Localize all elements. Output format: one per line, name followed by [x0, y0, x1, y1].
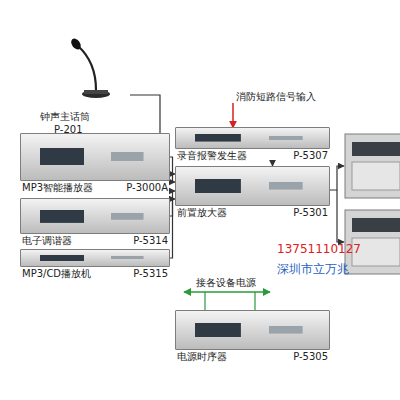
device-face: [20, 133, 170, 181]
watermark: 深圳市立万兆: [277, 261, 349, 278]
device-name: 电子调谐器: [22, 235, 72, 247]
model-number: P-5301: [293, 207, 328, 219]
device-node: MP3/CD播放机 P-5315: [20, 249, 170, 281]
device-name: 前置放大器: [177, 207, 227, 219]
model-number: P-5305: [293, 351, 328, 363]
device-name: 钟声主话筒: [40, 110, 130, 123]
device-face: [175, 310, 330, 350]
mic-gooseneck: [78, 46, 96, 90]
label-group: 电子调谐器 P-5314: [20, 234, 170, 247]
amplifier: [345, 134, 400, 198]
device-name: MP3智能播放器: [22, 182, 93, 194]
label-group: 前置放大器 P-5301: [175, 206, 330, 219]
device-node: 前置放大器 P-5301: [175, 166, 330, 220]
output-wire: [330, 166, 344, 190]
mic-base: [82, 90, 110, 98]
note-label: 接各设备电源: [196, 276, 256, 290]
device-face: [175, 166, 330, 206]
power-line: [184, 291, 270, 293]
device-face: [20, 198, 170, 234]
amplifier-panel: [352, 142, 400, 156]
device-node: 电源时序器 P-5305: [175, 310, 330, 364]
signal-arrow: [232, 103, 234, 128]
power-wire: [204, 292, 205, 310]
mic-base: [84, 90, 108, 94]
device-name: MP3/CD播放机: [22, 268, 91, 280]
microphone-node: 钟声主话筒P-201: [40, 40, 130, 136]
output-wire: [337, 190, 344, 242]
note-label: 消防短路信号输入: [236, 90, 316, 104]
power-wire: [254, 292, 255, 310]
amplifier-panel: [352, 218, 400, 232]
watermark: 13751110127: [277, 242, 361, 256]
signal-connector: [170, 199, 175, 258]
device-node: MP3智能播放器 P-3000A: [20, 133, 170, 195]
amplifier-grill: [352, 162, 400, 190]
device-node: 电子调谐器 P-5314: [20, 198, 170, 248]
model-number: P-5307: [293, 150, 328, 162]
device-node: 录音报警发生器 P-5307: [175, 127, 330, 163]
label-group: MP3/CD播放机 P-5315: [20, 267, 170, 280]
model-number: P-5315: [133, 268, 168, 280]
mic-head: [69, 37, 82, 51]
model-number: P-5314: [133, 235, 168, 247]
device-face: [20, 249, 170, 267]
device-name: 录音报警发生器: [177, 150, 247, 162]
model-number: P-3000A: [126, 182, 168, 194]
label-group: 录音报警发生器 P-5307: [175, 149, 330, 162]
device-face: [175, 127, 330, 149]
device-name: 电源时序器: [177, 351, 227, 363]
label-group: MP3智能播放器 P-3000A: [20, 181, 170, 194]
label-group: 电源时序器 P-5305: [175, 350, 330, 363]
